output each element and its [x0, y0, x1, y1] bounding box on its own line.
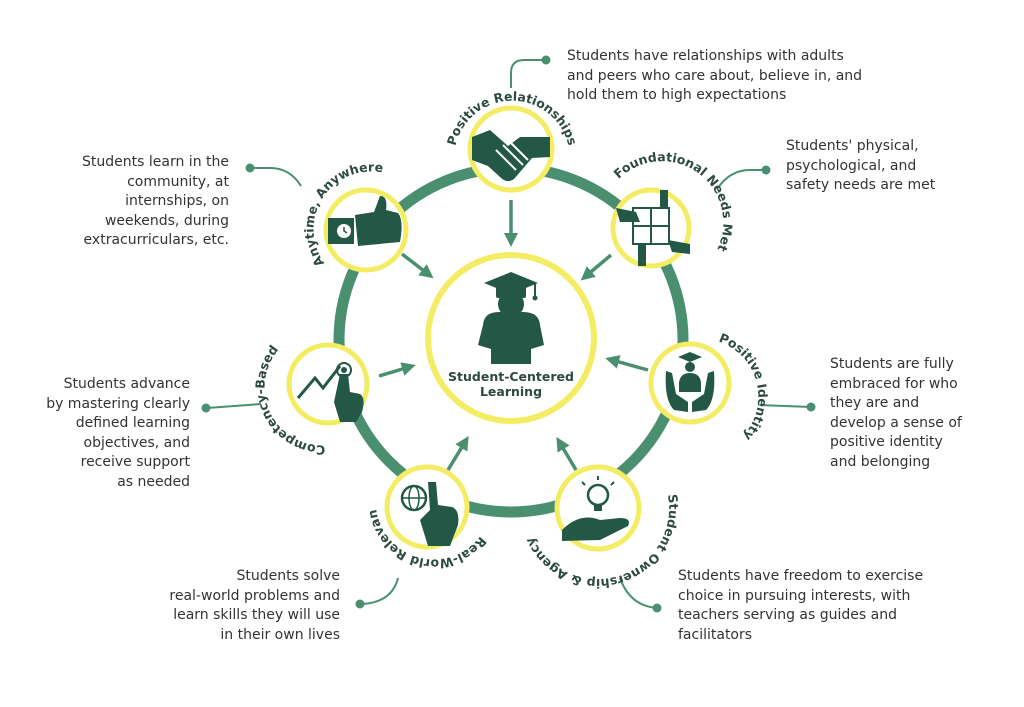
- description-line: in their own lives: [220, 626, 340, 643]
- description-line: positive identity: [830, 434, 943, 450]
- connector-dot: [245, 163, 255, 173]
- connector-positive-relationships: [510, 59, 545, 88]
- description-line: facilitators: [678, 626, 753, 643]
- description-line: by mastering clearly: [46, 395, 190, 412]
- node-positive-identity: Positive Identity: [648, 330, 770, 444]
- description-line: choice in pursuing interests, with: [678, 587, 911, 604]
- description-line: develop a sense of: [830, 414, 962, 431]
- center-node: Student-Centered Learning: [425, 252, 597, 424]
- lightbulb-hand-icon: [562, 476, 629, 541]
- node-anytime: Anytime, Anywhere: [301, 159, 409, 273]
- node-ownership-agency: Student Ownership & Agency: [522, 464, 681, 591]
- description-line: objectives, and: [83, 434, 190, 451]
- description-positive-relationships: Students have relationships with adults …: [567, 47, 862, 106]
- globe-pointer-icon: [400, 482, 459, 546]
- graduate-hands-icon: [665, 352, 715, 412]
- description-line: embraced for who: [830, 375, 958, 392]
- connector-dot: [652, 603, 662, 613]
- center-title-line1: Student-Centered: [448, 369, 574, 384]
- description-line: teachers serving as guides and: [678, 607, 897, 623]
- description-line: extracurriculars, etc.: [83, 232, 229, 248]
- description-line: they are and: [830, 395, 920, 411]
- description-line: Students have relationships with adults: [567, 48, 844, 64]
- arrow-from-anytime: [400, 252, 434, 279]
- connector-dot: [201, 403, 211, 413]
- arrow-from-positive-identity: [605, 355, 649, 372]
- description-line: real-world problems and: [169, 587, 340, 604]
- description-line: learn skills they will use: [173, 607, 340, 623]
- puzzle-hands-icon: [616, 190, 690, 266]
- connector-dot: [761, 165, 771, 175]
- graduate-icon: [478, 272, 544, 364]
- connector-dot: [355, 599, 365, 609]
- description-competency: Students advance by mastering clearly de…: [46, 375, 190, 492]
- description-line: and belonging: [830, 453, 931, 470]
- description-line: as needed: [117, 473, 190, 490]
- description-foundational-needs: Students' physical, psychological, and s…: [786, 137, 935, 196]
- connector-real-world: [362, 577, 399, 605]
- arrow-from-competency: [378, 362, 416, 378]
- node-foundational-needs: Foundational Needs Met: [610, 149, 736, 269]
- growth-chart-icon: [296, 362, 364, 422]
- description-line: Students solve: [236, 568, 340, 584]
- description-line: Students learn in the: [82, 154, 229, 170]
- description-line: psychological, and: [786, 157, 917, 174]
- handshake-icon: [472, 130, 550, 182]
- description-line: internships, on: [125, 193, 229, 209]
- arrow-from-ownership-agency: [556, 436, 578, 471]
- description-real-world: Students solve real-world problems and l…: [169, 567, 340, 645]
- description-line: hold them to high expectations: [567, 87, 787, 103]
- connector-layer: [201, 55, 816, 613]
- description-line: and peers who care about, believe in, an…: [567, 67, 863, 84]
- node-competency: Competency-Based: [252, 342, 370, 458]
- description-line: receive support: [80, 454, 190, 470]
- description-line: Students have freedom to exercise: [678, 568, 924, 584]
- watch-thumbsup-icon: [328, 196, 402, 246]
- arrow-from-real-world: [446, 436, 469, 471]
- center-title-line2: Learning: [480, 384, 542, 399]
- description-line: defined learning: [75, 415, 190, 431]
- connector-competency: [206, 403, 262, 409]
- description-ownership-agency: Students have freedom to exercise choice…: [678, 567, 923, 645]
- description-line: weekends, during: [104, 212, 229, 229]
- description-line: Students are fully: [830, 356, 954, 372]
- arrow-from-foundational-needs: [580, 253, 613, 281]
- description-line: Students' physical,: [786, 138, 919, 154]
- description-line: community, at: [127, 173, 229, 190]
- connector-foundational-needs: [717, 169, 766, 189]
- description-positive-identity: Students are fully embraced for who they…: [830, 355, 962, 472]
- arrows-layer: [378, 200, 649, 471]
- connector-dot: [541, 55, 551, 65]
- description-anytime: Students learn in the community, at inte…: [82, 153, 229, 251]
- description-line: safety needs are met: [786, 177, 936, 193]
- connector-dot: [806, 402, 816, 412]
- connector-positive-identity: [759, 404, 812, 408]
- description-line: Students advance: [63, 376, 190, 392]
- connector-anytime: [251, 167, 302, 187]
